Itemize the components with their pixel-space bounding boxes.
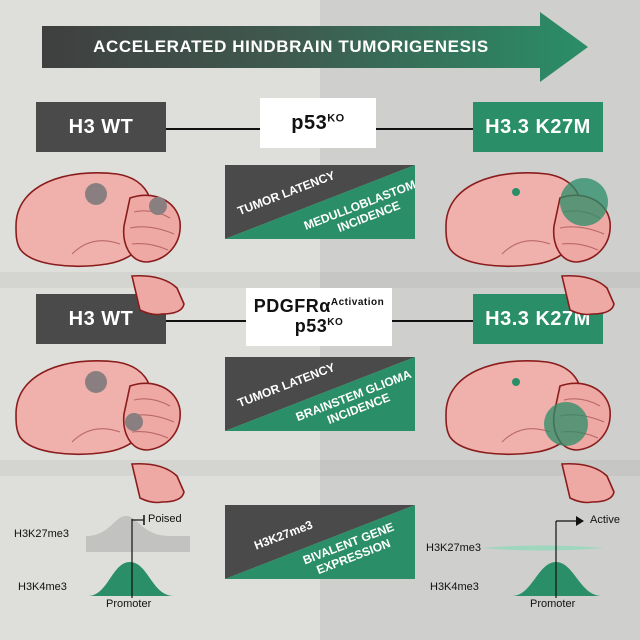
brain-h3wt-illustration — [15, 171, 185, 316]
poised-chromatin-tracks — [86, 515, 190, 598]
connector-line — [165, 128, 260, 130]
tumor-site-marker — [85, 183, 107, 205]
poised-label: Poised — [148, 513, 182, 525]
pdgfra-p53-box: PDGFRαActivation p53KO — [246, 288, 392, 346]
brain-k27m-illustration — [445, 171, 615, 316]
tumor-site-marker — [85, 371, 107, 393]
brain-h3wt-illustration — [15, 359, 185, 504]
brainstem-glioma-tumor — [544, 402, 588, 446]
tumor-site-marker — [512, 188, 520, 196]
genotype-sup: Activation — [330, 297, 385, 309]
left-h3k27me3-label: H3K27me3 — [14, 528, 70, 540]
genotype-sup: KO — [327, 317, 344, 328]
latency-incidence-panel: TUMOR LATENCY MEDULLOBLASTOMA INCIDENCE — [225, 165, 415, 239]
h3k27me3-track — [86, 516, 190, 552]
h3k27me3-track — [482, 545, 604, 551]
p53-ko-box: p53KO — [260, 98, 376, 148]
active-chromatin-tracks — [482, 516, 604, 598]
genotype-label: p53 — [294, 316, 328, 336]
tumor-site-marker — [149, 197, 167, 215]
latency-incidence-panel: TUMOR LATENCY BRAINSTEM GLIOMA INCIDENCE — [225, 357, 415, 431]
right-h3k4me3-label: H3K4me3 — [430, 581, 479, 593]
bivalent-expression-panel: H3K27me3 BIVALENT GENE EXPRESSION — [225, 505, 415, 579]
connector-line — [375, 128, 475, 130]
h3-3-k27m-box: H3.3 K27M — [473, 102, 603, 152]
header-title: ACCELERATED HINDBRAIN TUMORIGENESIS — [93, 37, 489, 56]
h3k4me3-track — [512, 562, 602, 596]
left-promoter-label: Promoter — [106, 598, 152, 610]
connector-line — [165, 320, 260, 322]
active-label: Active — [590, 514, 620, 526]
left-h3k4me3-label: H3K4me3 — [18, 581, 67, 593]
connector-line — [375, 320, 475, 322]
tumor-site-marker — [125, 413, 143, 431]
header-arrow — [42, 12, 588, 82]
brain-k27m-illustration — [445, 359, 615, 504]
right-h3k27me3-label: H3K27me3 — [426, 542, 482, 554]
medulloblastoma-tumor — [560, 178, 608, 226]
tumor-site-marker — [512, 378, 520, 386]
h3-wt-box: H3 WT — [36, 102, 166, 152]
genotype-sup: KO — [327, 112, 345, 125]
h3k4me3-track — [88, 562, 174, 596]
genotype-label: p53 — [291, 112, 328, 134]
right-promoter-label: Promoter — [530, 598, 576, 610]
genotype-label: PDGFRα — [253, 296, 331, 317]
